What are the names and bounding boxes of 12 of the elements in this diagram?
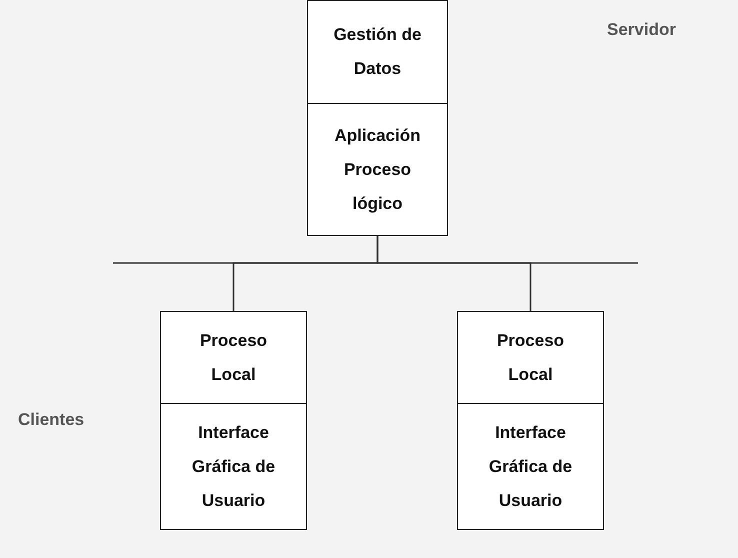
box-text: Interface Gráfica de Usuario [190,422,276,512]
box-text: Gestión de Datos [332,24,422,80]
box [160,311,307,530]
box-text: Proceso Local [496,330,566,386]
tier-label: Clientes [18,410,84,430]
box-text: Proceso Local [198,330,268,386]
connector-line [376,236,532,311]
box-text: Aplicación Proceso lógico [334,124,422,215]
box [307,0,448,236]
box-text: Interface Gráfica de Usuario [488,422,574,512]
tier-label: Servidor [607,20,676,40]
box [457,311,604,530]
